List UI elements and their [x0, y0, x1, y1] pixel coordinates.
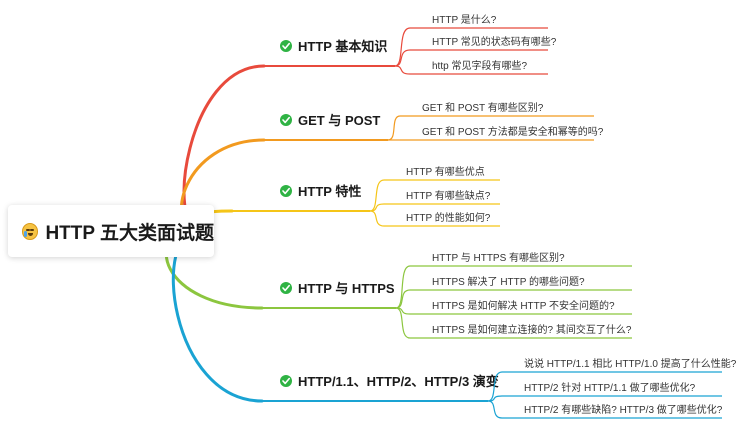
leaf-connector: [387, 115, 401, 141]
branch-3: HTTP 特性 HTTP 有哪些优点 HTTP 有哪些缺点? HTTP 的性能如何?: [170, 165, 500, 232]
leaf-label[interactable]: HTTP 有哪些优点: [406, 165, 485, 178]
leaf-label[interactable]: http 常见字段有哪些?: [432, 59, 527, 72]
leaf-label[interactable]: HTTP 与 HTTPS 有哪些区别?: [432, 251, 565, 264]
branch-label[interactable]: HTTP/1.1、HTTP/2、HTTP/3 演变: [298, 374, 499, 389]
leaf-connector: [395, 265, 411, 309]
leaf-item: HTTPS 解决了 HTTP 的哪些问题?: [395, 275, 632, 309]
leaf-item: HTTP 有哪些缺点?: [369, 189, 500, 212]
check-icon: [280, 114, 292, 126]
leaf-item: HTTPS 是如何建立连接的? 其间交互了什么?: [395, 307, 632, 339]
leaf-label[interactable]: HTTP 有哪些缺点?: [406, 189, 491, 202]
branch-5: HTTP/1.1、HTTP/2、HTTP/3 演变 说说 HTTP/1.1 相比 …: [171, 228, 737, 419]
leaf-label[interactable]: HTTP/2 针对 HTTP/1.1 做了哪些优化?: [524, 381, 696, 394]
crying-face-icon: [22, 222, 39, 240]
leaf-item: HTTP 是什么?: [394, 14, 548, 67]
leaf-label[interactable]: HTTPS 是如何解决 HTTP 不安全问题的?: [432, 299, 615, 312]
leaf-connector: [395, 307, 411, 339]
leaf-item: HTTP/2 针对 HTTP/1.1 做了哪些优化?: [487, 381, 722, 402]
check-icon: [280, 375, 292, 387]
branch-label[interactable]: HTTP 特性: [298, 184, 361, 199]
leaf-label[interactable]: HTTP 的性能如何?: [406, 211, 491, 224]
leaf-label[interactable]: HTTPS 解决了 HTTP 的哪些问题?: [432, 275, 585, 288]
leaf-label[interactable]: 说说 HTTP/1.1 相比 HTTP/1.0 提高了什么性能?: [524, 357, 737, 370]
leaf-connector: [487, 371, 503, 402]
leaf-label[interactable]: HTTPS 是如何建立连接的? 其间交互了什么?: [432, 323, 632, 336]
leaf-item: HTTP 与 HTTPS 有哪些区别?: [395, 251, 632, 309]
check-icon: [280, 282, 292, 294]
leaf-item: HTTPS 是如何解决 HTTP 不安全问题的?: [395, 299, 632, 315]
leaf-item: http 常见字段有哪些?: [394, 59, 548, 75]
leaf-label[interactable]: HTTP 常见的状态码有哪些?: [432, 35, 557, 48]
branch-label[interactable]: HTTP 与 HTTPS: [298, 281, 395, 296]
check-icon: [280, 185, 292, 197]
leaf-label[interactable]: GET 和 POST 方法都是安全和幂等的吗?: [422, 125, 604, 138]
leaf-item: GET 和 POST 方法都是安全和幂等的吗?: [388, 125, 604, 141]
branch-1: HTTP 基本知识 HTTP 是什么? HTTP 常见的状态码有哪些? http 常见…: [182, 14, 557, 232]
check-icon: [280, 40, 292, 52]
leaf-item: HTTP 有哪些优点: [369, 165, 500, 212]
branch-label[interactable]: HTTP 基本知识: [298, 39, 387, 54]
root-node[interactable]: HTTP 五大类面试题: [8, 205, 214, 257]
leaf-label[interactable]: HTTP/2 有哪些缺陷? HTTP/3 做了哪些优化?: [524, 403, 723, 416]
leaf-item: HTTP 常见的状态码有哪些?: [394, 35, 557, 67]
branch-4: HTTP 与 HTTPS HTTP 与 HTTPS 有哪些区别? HTTPS 解决了…: [164, 228, 632, 339]
leaf-item: HTTP 的性能如何?: [369, 210, 500, 227]
leaf-connector: [394, 49, 411, 67]
leaf-item: HTTP/2 有哪些缺陷? HTTP/3 做了哪些优化?: [487, 400, 723, 419]
leaf-connector: [395, 289, 411, 309]
leaf-item: 说说 HTTP/1.1 相比 HTTP/1.0 提高了什么性能?: [487, 357, 737, 402]
leaf-connector: [369, 210, 385, 227]
leaf-label[interactable]: GET 和 POST 有哪些区别?: [422, 101, 544, 114]
leaf-connector: [394, 65, 411, 75]
leaf-connector: [394, 27, 411, 67]
root-title: HTTP 五大类面试题: [45, 222, 214, 244]
leaf-item: GET 和 POST 有哪些区别?: [387, 101, 594, 141]
leaf-label[interactable]: HTTP 是什么?: [432, 14, 497, 26]
branch-label[interactable]: GET 与 POST: [298, 113, 380, 128]
leaf-connector: [369, 179, 385, 212]
leaf-connector: [487, 400, 503, 419]
